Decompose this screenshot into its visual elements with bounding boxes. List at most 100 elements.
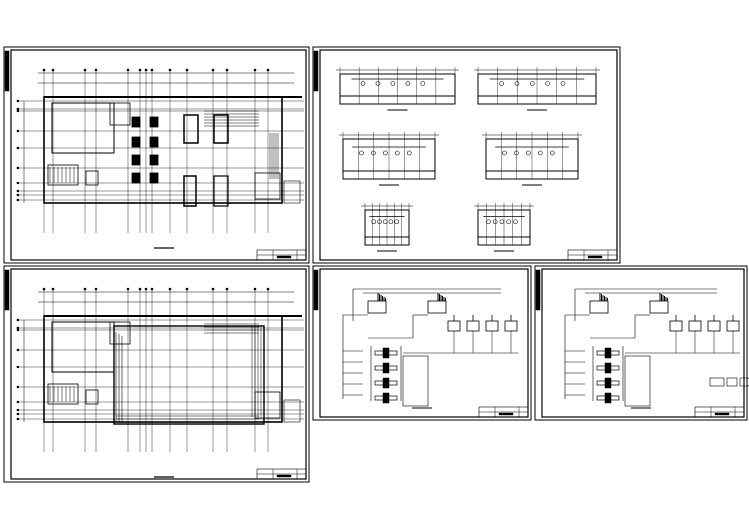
axis-bubble: [16, 408, 20, 412]
legend-symbols: [709, 377, 749, 387]
axis-bubble: [42, 68, 46, 72]
axis-bubble: [225, 68, 229, 72]
manifold: [402, 355, 429, 407]
section-outline: [342, 138, 436, 180]
axis-bubble: [144, 68, 148, 72]
axis-bubble: [266, 287, 270, 291]
pipe-fitting: [549, 150, 555, 156]
air-handler: [466, 320, 480, 332]
room: [51, 321, 115, 373]
room: [283, 180, 301, 204]
title-block: [478, 406, 529, 418]
pipe-fitting: [360, 81, 366, 86]
axis-bubble: [185, 68, 189, 72]
rect: [587, 255, 603, 259]
axis-bubble: [16, 326, 20, 330]
pipe-fitting: [371, 219, 377, 225]
pipe-fitting: [537, 150, 543, 156]
cooling-tower: [427, 300, 447, 314]
building-wall: [43, 315, 283, 423]
axis-bubble: [83, 287, 87, 291]
axis-bubble: [16, 146, 20, 150]
section-outline: [364, 209, 410, 246]
section-view: [361, 203, 413, 252]
room: [283, 399, 301, 423]
axis-bubble: [16, 412, 20, 416]
sheet-outer-border: [312, 46, 621, 264]
room: [51, 102, 115, 154]
pump: [131, 116, 141, 128]
axis-bubble: [266, 68, 270, 72]
chiller-unit: [213, 114, 229, 144]
pump: [149, 116, 159, 128]
pipe-fitting: [406, 150, 412, 156]
room: [109, 102, 131, 126]
axis-bubble: [150, 287, 154, 291]
axis-bubble: [94, 287, 98, 291]
pipe-fitting: [529, 81, 535, 86]
title-block: [256, 468, 307, 480]
schematic-sheet: [534, 265, 749, 421]
axis-bubble: [185, 287, 189, 291]
stair: [47, 383, 79, 405]
pipe-fitting: [405, 81, 411, 86]
sheet-binding-strip: [535, 269, 541, 311]
floor-plan-sheet: [3, 265, 310, 483]
axis-bubble: [138, 68, 142, 72]
floor-plan-sheet: [3, 46, 310, 264]
pipe-fitting: [545, 81, 550, 86]
room: [254, 172, 281, 200]
valve: [604, 392, 612, 404]
pump: [149, 136, 159, 148]
pump: [149, 172, 159, 184]
pipe-fitting: [486, 219, 491, 225]
cooling-tower: [367, 300, 387, 314]
section-sheet: [312, 46, 621, 264]
sheet-binding-strip: [4, 50, 10, 92]
axis-bubble: [83, 68, 87, 72]
rect: [276, 255, 292, 259]
title-block: [567, 249, 618, 261]
chiller-unit: [213, 175, 229, 207]
axis-bubble: [16, 318, 20, 322]
pipe-fitting: [420, 81, 426, 86]
room: [85, 170, 99, 186]
pipe-fitting: [371, 150, 376, 156]
pipe-fitting: [513, 219, 518, 225]
manifold: [624, 355, 651, 407]
sheet-binding-strip: [313, 50, 319, 92]
sheet-binding-strip: [4, 269, 10, 311]
room: [109, 321, 131, 345]
section-outline: [477, 209, 531, 246]
air-handler: [707, 320, 721, 332]
valve: [604, 377, 612, 389]
section-outline: [339, 73, 456, 105]
pump: [131, 172, 141, 184]
valve: [382, 347, 390, 359]
sheet-inner-border: [319, 49, 618, 261]
pipe-fitting: [514, 150, 519, 156]
pipe-fitting: [394, 219, 399, 225]
rect: [498, 412, 514, 416]
section-view: [339, 132, 439, 186]
title-block: [256, 249, 307, 261]
axis-bubble: [168, 68, 172, 72]
axis-bubble: [51, 287, 55, 291]
sheet-inner-border: [10, 268, 307, 480]
valve: [604, 362, 612, 374]
section-view: [474, 203, 534, 252]
cooling-tower: [589, 300, 609, 314]
axis-bubble: [16, 348, 20, 352]
pipe-fitting: [394, 150, 400, 156]
pump: [131, 136, 141, 148]
axis-bubble: [16, 189, 20, 193]
rect: [276, 474, 292, 478]
drawing-sheets: [3, 46, 749, 483]
air-handler: [669, 320, 683, 332]
air-handler: [447, 320, 461, 332]
rect: [714, 412, 730, 416]
chiller-unit: [183, 114, 199, 144]
axis-bubble: [211, 287, 215, 291]
pump: [149, 154, 159, 166]
